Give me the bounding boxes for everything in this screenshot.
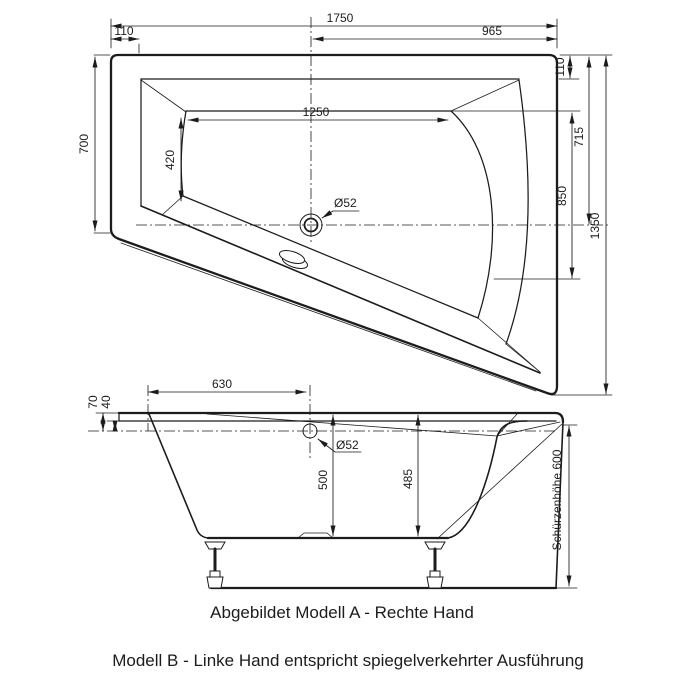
slope-highlight-line bbox=[120, 242, 537, 392]
drain-leader-line bbox=[321, 210, 360, 219]
headrest-inner-arc bbox=[450, 110, 494, 319]
caption-model-b: Modell B - Linke Hand entspricht spiegel… bbox=[112, 651, 584, 670]
extension-lines-right bbox=[550, 54, 613, 396]
corner-diagonal-top-right bbox=[450, 79, 520, 112]
rim-top-line bbox=[117, 411, 565, 424]
headrest-outer-arc bbox=[505, 79, 529, 345]
dim-label-850: 850 bbox=[555, 186, 569, 206]
dim-label-500: 500 bbox=[316, 470, 330, 490]
top-view-dimensions: 1750 110 965 700 1250 420 Ø52 110 715 85… bbox=[77, 11, 609, 395]
captions: Abgebildet Modell A - Rechte Hand Modell… bbox=[112, 603, 584, 670]
dim-label-apron-600: Schürzenhöhe 600 bbox=[550, 449, 564, 550]
extension-lines-left bbox=[93, 54, 111, 234]
side-extension-lines-left bbox=[95, 412, 120, 422]
dim-label-420: 420 bbox=[163, 150, 177, 170]
dim-label-70: 70 bbox=[86, 395, 100, 409]
foot-left bbox=[204, 541, 226, 589]
dim-label-drain-top: Ø52 bbox=[334, 196, 357, 210]
dim-label-1750: 1750 bbox=[327, 11, 354, 25]
dim-label-700: 700 bbox=[77, 134, 91, 154]
backrest-curve bbox=[447, 420, 528, 539]
top-view: 1750 110 965 700 1250 420 Ø52 110 715 85… bbox=[77, 11, 613, 396]
side-extension-lines-right bbox=[555, 424, 578, 589]
basin-left-edge bbox=[180, 110, 187, 197]
foot-right bbox=[424, 541, 446, 589]
drain-side-circle bbox=[302, 423, 318, 439]
drain-sump bbox=[297, 532, 334, 539]
rim-inner-sloped-edge bbox=[140, 205, 541, 374]
dim-label-drain-side: Ø52 bbox=[336, 438, 359, 452]
dim-label-1350: 1350 bbox=[588, 212, 602, 239]
basin-bottom-edge bbox=[182, 195, 479, 319]
left-wall-slope bbox=[148, 413, 209, 539]
side-view-dimensions: 70 40 630 Ø52 500 485 Schürzenhöhe 600 bbox=[86, 377, 572, 587]
dim-label-485: 485 bbox=[401, 469, 415, 489]
backrest-diagonal-upper bbox=[496, 412, 519, 437]
caption-model-a: Abgebildet Modell A - Rechte Hand bbox=[210, 603, 474, 622]
drain-inner-circle bbox=[303, 217, 319, 233]
apron-right-edge bbox=[555, 421, 564, 589]
dim-label-715: 715 bbox=[572, 127, 586, 147]
basin-top-diagonal bbox=[206, 413, 498, 437]
corner-diagonal-top-left bbox=[140, 79, 187, 113]
dim-label-110-left: 110 bbox=[114, 24, 133, 38]
drain-outer-circle bbox=[299, 213, 323, 237]
corner-diagonal-bottom-left bbox=[161, 195, 184, 216]
side-view: 70 40 630 Ø52 500 485 Schürzenhöhe 600 bbox=[86, 377, 578, 590]
headrest-lower-diagonal-outer bbox=[505, 343, 541, 373]
dim-label-1250: 1250 bbox=[303, 105, 330, 119]
overflow-handle bbox=[278, 250, 309, 269]
dim-label-630: 630 bbox=[212, 377, 232, 391]
backrest-diagonal-right bbox=[496, 421, 561, 437]
dim-label-40: 40 bbox=[99, 395, 113, 409]
tub-outer-outline bbox=[109, 53, 559, 396]
dim-label-965: 965 bbox=[482, 24, 502, 38]
dim-label-110-right: 110 bbox=[553, 57, 567, 76]
frame-diagonal bbox=[436, 423, 563, 540]
extension-lines-top bbox=[110, 18, 558, 49]
